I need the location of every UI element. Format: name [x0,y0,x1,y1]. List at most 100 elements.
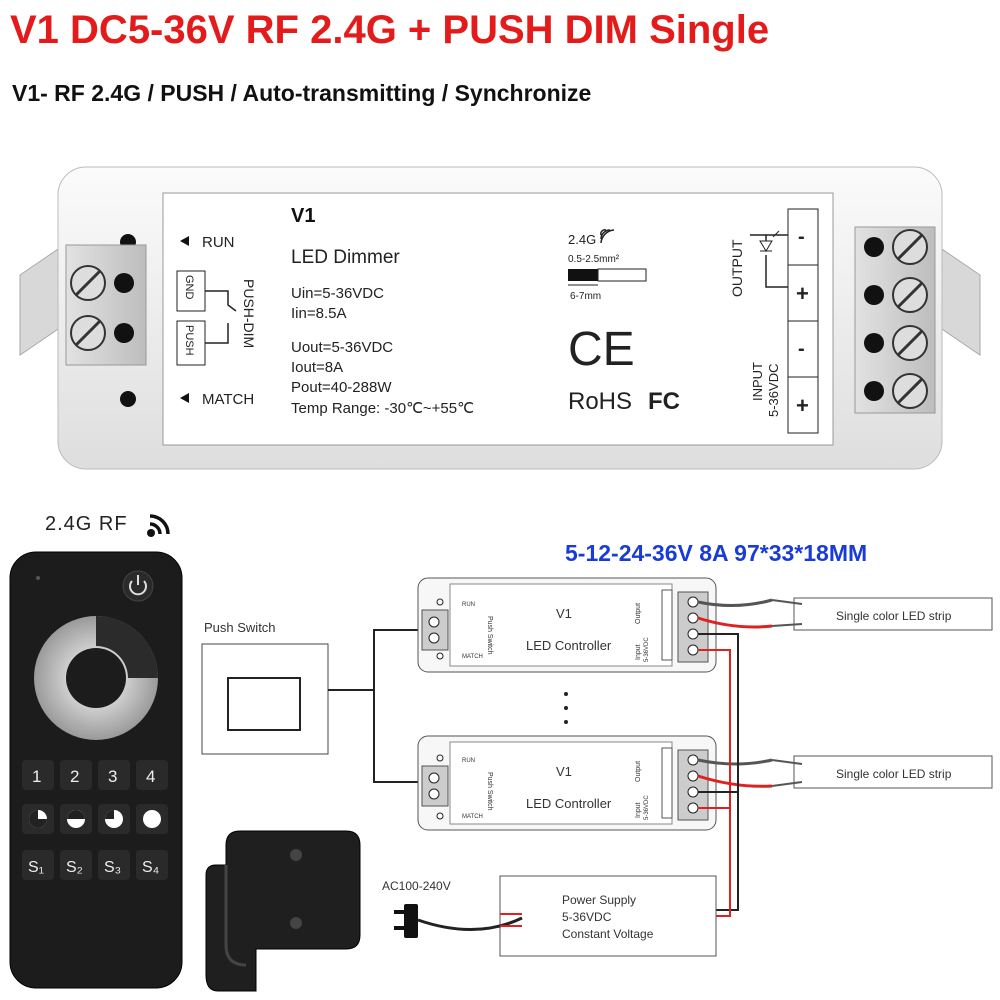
scene-button-s3[interactable]: S₃ [98,850,130,880]
svg-text:Output: Output [635,761,642,782]
right-mount-tab [935,244,981,356]
remote-button-2[interactable]: 2 [60,760,92,790]
ac-cord [417,916,523,932]
remote-button-4[interactable]: 4 [136,760,168,790]
brightness-50-button[interactable] [60,804,92,834]
input-plus-sign: + [796,393,809,418]
more-dot [564,706,568,710]
wifi-icon [600,229,615,244]
terminal-screw [864,325,928,361]
push-dim-label: PUSH-DIM [241,279,257,348]
more-dot [564,692,568,696]
wiring-diagram: Push Switch RUN MATCH Push Switch V1 LED… [201,577,993,957]
strip-label: Single color LED strip [836,767,952,781]
fc-mark: FC [648,388,680,415]
svg-text:1: 1 [32,767,41,786]
scene-button-s1[interactable]: S₁ [22,850,54,880]
led-icon [759,230,780,252]
wire-gauge-label: 0.5-2.5mm² [568,254,620,265]
strip-wire-minus [697,758,773,766]
strip-wire-minus [697,598,773,608]
svg-text:2: 2 [70,767,79,786]
wifi-icon [147,514,170,537]
psu-line-1: Power Supply [562,893,636,907]
led-strip-2: Single color LED strip [771,755,993,789]
terminal-screw [864,373,928,409]
brightness-wheel[interactable] [34,616,158,740]
svg-text:S₂: S₂ [66,859,83,876]
terminal-screw [864,229,928,265]
controller-2: RUN MATCH Push Switch V1 LED Controller … [417,735,717,831]
svg-text:RUN: RUN [462,602,475,608]
spec-uin: Uin=5-36VDC [291,285,384,302]
input-voltage-label: 5-36VDC [766,364,781,417]
input-minus-box [787,320,819,378]
wire-strip-icon [568,268,647,286]
screw-hole [120,391,136,407]
rohs-mark: RoHS [568,388,632,415]
output-label: OUTPUT [729,239,745,297]
svg-text:Output: Output [635,603,642,624]
output-plus-sign: + [796,281,809,306]
device-model: V1 [291,205,315,227]
output-plus-box [787,264,819,322]
push-switch-label: Push Switch [204,620,276,635]
ac-voltage-label: AC100-240V [382,879,451,893]
spec-temp: Temp Range: -30℃~+55℃ [291,400,474,417]
strip-label: Single color LED strip [836,609,952,623]
spec-uout: Uout=5-36VDC [291,339,393,356]
controller-1: RUN MATCH Push Switch V1 LED Controller … [417,577,717,673]
terminal-screw [70,315,134,351]
page-title: V1 DC5-36V RF 2.4G + PUSH DIM Single [10,8,770,52]
psu-line-3: Constant Voltage [562,927,654,941]
svg-text:Input: Input [635,802,642,818]
controller-model: V1 [556,606,572,621]
strip-wire-plus [697,616,773,629]
push-label: PUSH [183,325,195,356]
remote-button-1[interactable]: 1 [22,760,54,790]
svg-text:4: 4 [146,767,155,786]
spec-pout: Pout=40-288W [291,379,392,396]
match-label: MATCH [202,391,254,408]
indicator-led [36,576,40,580]
remote-rf-label: 2.4G RF [45,513,128,535]
output-minus-sign: - [798,226,805,248]
svg-text:Push Switch: Push Switch [486,616,493,655]
rf-label: 2.4G [568,232,596,247]
more-dot [564,720,568,724]
input-minus-sign: - [798,338,805,360]
brightness-25-button[interactable] [22,804,54,834]
scene-button-s4[interactable]: S₄ [136,850,168,880]
terminal-screw [70,265,134,301]
scene-button-s2[interactable]: S₂ [60,850,92,880]
remote-button-3[interactable]: 3 [98,760,130,790]
brightness-75-button[interactable] [98,804,130,834]
push-dim-switch-icon [205,290,237,344]
svg-text:S₄: S₄ [142,859,159,876]
wall-holder [205,830,361,992]
push-switch-button [227,677,301,731]
svg-text:MATCH: MATCH [462,814,483,820]
spec-iin: Iin=8.5A [291,305,346,322]
controller-model: V1 [556,764,572,779]
screw-hole [290,849,302,861]
svg-text:Push Switch: Push Switch [486,772,493,811]
match-arrow-icon [180,393,189,403]
svg-text:5-36VDC: 5-36VDC [644,637,650,662]
gnd-label: GND [183,275,195,300]
power-button[interactable] [122,570,154,602]
controller-name: LED Controller [526,638,612,653]
power-supply: Power Supply 5-36VDC Constant Voltage [499,875,717,957]
brightness-100-button[interactable] [136,804,168,834]
strip-wire-plus [697,774,773,788]
svg-text:5-36VDC: 5-36VDC [644,795,650,820]
svg-text:MATCH: MATCH [462,654,483,660]
ce-mark: CE [568,323,635,376]
dimmer-device: RUN MATCH GND PUSH PUSH-DIM V1 LED Dimme… [19,166,981,470]
input-plus-box [787,376,819,434]
psu-line-2: 5-36VDC [562,910,612,924]
run-label: RUN [202,234,235,251]
controller-name: LED Controller [526,796,612,811]
left-mount-tab [19,244,65,356]
svg-text:S₁: S₁ [28,859,44,876]
